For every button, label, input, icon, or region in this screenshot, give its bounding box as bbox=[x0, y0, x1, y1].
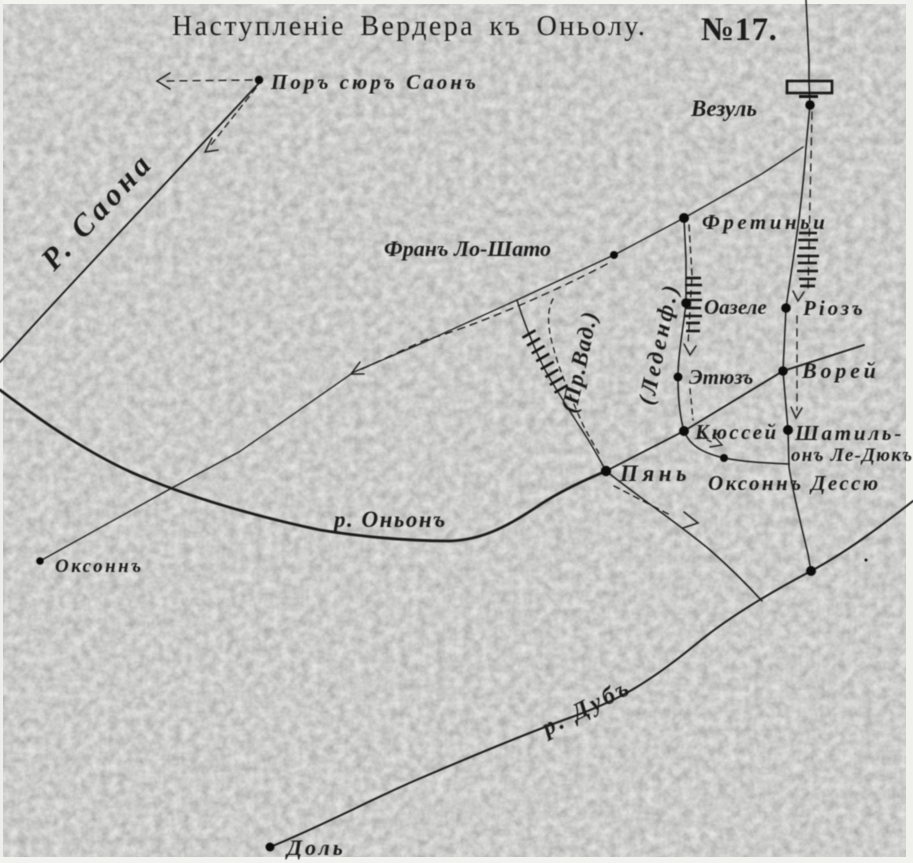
svg-text:р. Оньонъ: р. Оньонъ bbox=[332, 507, 447, 532]
svg-text:Наступленіе Вердера къ Оньолу.: Наступленіе Вердера къ Оньолу. bbox=[172, 11, 647, 42]
svg-text:Оксоннъ Дессю: Оксоннъ Дессю bbox=[708, 471, 881, 495]
svg-text:Поръ сюръ Саонъ: Поръ сюръ Саонъ bbox=[270, 70, 479, 94]
svg-text:Этюзъ: Этюзъ bbox=[689, 365, 753, 389]
svg-text:онъ Ле-Дюкъ: онъ Ле-Дюкъ bbox=[791, 445, 913, 466]
svg-text:Ворей: Ворей bbox=[801, 358, 880, 383]
svg-text:№17.: №17. bbox=[701, 12, 777, 48]
svg-text:Ріозъ: Ріозъ bbox=[802, 296, 866, 320]
svg-text:Кюссей: Кюссей bbox=[694, 420, 779, 444]
svg-text:Оазеле: Оазеле bbox=[704, 295, 767, 319]
svg-text:Франъ Ло-Шато: Франъ Ло-Шато bbox=[384, 236, 551, 261]
svg-text:Пянь: Пянь bbox=[619, 461, 691, 486]
svg-text:Фретиньи: Фретиньи bbox=[702, 210, 828, 234]
svg-text:Доль: Доль bbox=[285, 835, 346, 860]
svg-text:Везуль: Везуль bbox=[690, 96, 757, 121]
svg-text:Шатиль-: Шатиль- bbox=[794, 421, 904, 445]
svg-text:Оксоннъ: Оксоннъ bbox=[55, 556, 144, 577]
